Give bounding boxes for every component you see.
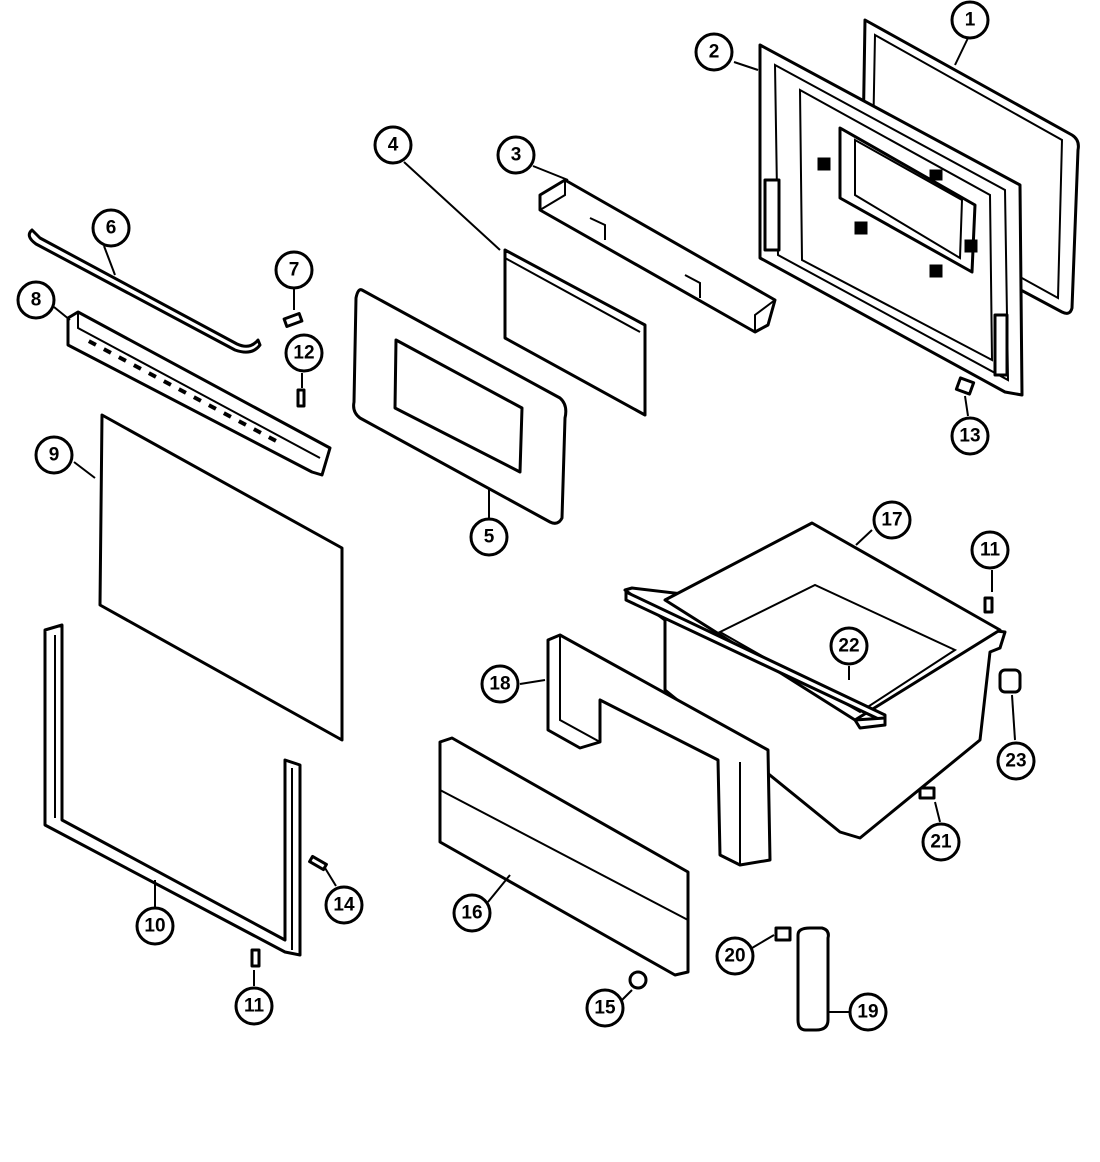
callout-8-label: 8 [31,290,42,311]
callout-22-label: 22 [838,636,859,657]
callout-9-label: 9 [49,445,60,466]
part-screw-7 [282,312,304,328]
callout-20-label: 20 [724,946,745,967]
part-screw-11a [983,596,994,614]
callout-3-label: 3 [511,145,522,166]
callout-19-label: 19 [857,1002,878,1023]
callout-8: 8 [16,280,56,320]
callout-6-label: 6 [106,218,117,239]
callout-16-label: 16 [461,903,482,924]
part-clip-13 [954,376,976,396]
callout-11-lower-label: 11 [244,996,265,1017]
callout-3: 3 [496,135,536,175]
callout-7: 7 [274,250,314,290]
callout-12-label: 12 [293,343,314,364]
part-bumper-23 [998,668,1022,694]
callout-23-label: 23 [1005,751,1026,772]
part-drawer-slide [796,926,830,1032]
part-drawer-pan [623,521,1007,840]
callout-20: 20 [715,936,755,976]
callout-5-label: 5 [484,527,495,548]
callout-10-label: 10 [144,916,165,937]
callout-13-label: 13 [959,426,980,447]
callout-21-label: 21 [930,832,952,853]
part-screw-11b [250,948,261,968]
callout-11-upper-label: 11 [980,540,1001,561]
part-vent-trim [66,310,332,477]
callout-12: 12 [284,333,324,373]
callout-13: 13 [950,416,990,456]
part-drawer-front [438,736,690,977]
callout-2-label: 2 [709,42,720,63]
part-screw-12 [296,388,306,408]
callout-22: 22 [829,626,869,666]
part-inner-door-liner [758,43,1024,397]
part-handle-rod [27,228,262,354]
part-side-panel [98,413,344,742]
part-outer-door-panel [352,288,568,525]
callout-1: 1 [950,0,990,40]
callout-11-lower: 11 [234,986,274,1026]
part-door-glass [503,248,647,417]
callout-14-label: 14 [333,895,355,916]
callout-15-label: 15 [594,998,616,1019]
callout-17-label: 17 [881,510,902,531]
part-clip-20 [774,926,792,942]
leader-lines [53,37,1016,1013]
callout-17: 17 [872,500,912,540]
callout-16: 16 [452,893,492,933]
part-knob-15 [628,970,648,990]
callout-6: 6 [91,208,131,248]
callout-2: 2 [694,32,734,72]
callout-1-label: 1 [965,10,976,31]
callout-15: 15 [585,988,625,1028]
callout-9: 9 [34,435,74,475]
callout-7-label: 7 [289,260,300,281]
callout-11-upper: 11 [970,530,1010,570]
callout-21: 21 [921,822,961,862]
callout-14: 14 [324,885,364,925]
callout-5: 5 [469,517,509,557]
callout-18: 18 [480,664,520,704]
part-screw-14 [308,854,328,872]
callout-19: 19 [848,992,888,1032]
callout-4: 4 [373,125,413,165]
part-clip-21 [918,786,936,800]
callout-4-label: 4 [388,135,399,156]
part-insulation-block [538,178,777,334]
part-drawer-bracket [546,633,772,867]
callout-10: 10 [135,906,175,946]
part-lower-frame [43,623,302,957]
callout-18-label: 18 [489,674,510,695]
callout-23: 23 [996,741,1036,781]
